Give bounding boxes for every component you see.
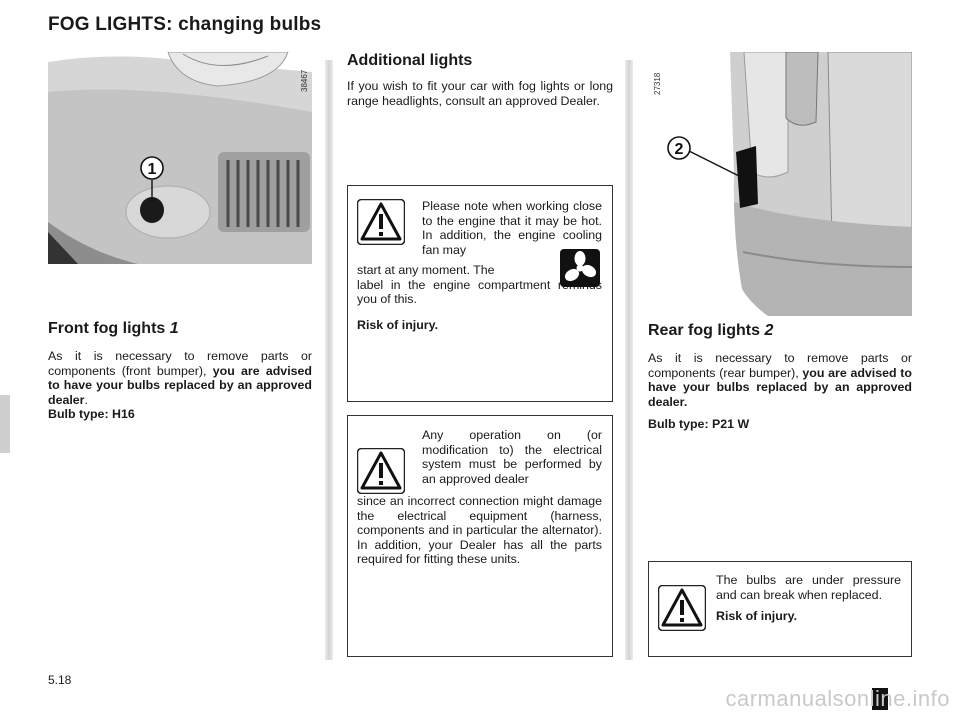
front-fog-heading: Front fog lights 1 [48,320,179,337]
rear-bumper-photo: 2 [648,52,912,316]
page-number: 5.18 [48,673,72,687]
page-title: FOG LIGHTS: changing bulbs [48,14,322,35]
front-bulb-type: Bulb type: H16 [48,407,135,421]
rear-fog-heading: Rear fog lights 2 [648,322,774,339]
front-photo-id: 38467 [300,69,309,92]
rear-callout-number: 2 [675,141,684,158]
warning-triangle-icon [357,199,405,245]
warning-box-bulbs: The bulbs are under pressure and can bre… [648,561,912,657]
rear-fog-text: As it is necessary to remove parts or co… [648,351,912,409]
warning1-text-body: start at any moment. The label in the en… [357,249,602,307]
front-fog-section: Front fog lights 1 As it is necessary to… [48,320,312,422]
front-fog-text: As it is necessary to remove parts or co… [48,349,312,421]
engine-fan-icon [560,249,600,287]
warning2-text-top: Any operation on (or modification to) th… [422,428,602,486]
warning-triangle-icon [357,448,405,494]
warning1-risk: Risk of injury. [357,317,439,332]
rear-fog-section: Rear fog lights 2 As it is necessary to … [648,322,912,432]
warning1-text-top: Please note when working close to the en… [422,199,602,257]
corner-mark [872,688,888,710]
warning-box-electrical: Any operation on (or modification to) th… [347,415,613,657]
column-divider [625,60,633,660]
warning2-text-rest: since an incorrect connection might dama… [357,494,602,566]
watermark: carmanualsonline.info [725,686,950,711]
additional-lights-text: If you wish to fit your car with fog lig… [347,79,613,108]
front-callout-number: 1 [148,161,157,178]
rear-warning-risk: Risk of injury. [716,609,798,623]
chapter-tab [0,395,10,453]
front-bumper-photo: 1 [48,52,312,264]
additional-lights-section: Additional lights If you wish to fit you… [347,52,613,108]
warning-box-engine: Please note when working close to the en… [347,185,613,402]
rear-warning-text: The bulbs are under pressure and can bre… [716,573,901,602]
warning-triangle-icon [658,585,706,631]
rear-bumper-illustration: 2 [648,52,912,316]
rear-bulb-type: Bulb type: P21 W [648,417,750,431]
additional-lights-heading: Additional lights [347,52,473,69]
front-bumper-illustration: 1 [48,52,312,264]
column-divider [325,60,333,660]
rear-photo-id: 27318 [653,72,662,95]
